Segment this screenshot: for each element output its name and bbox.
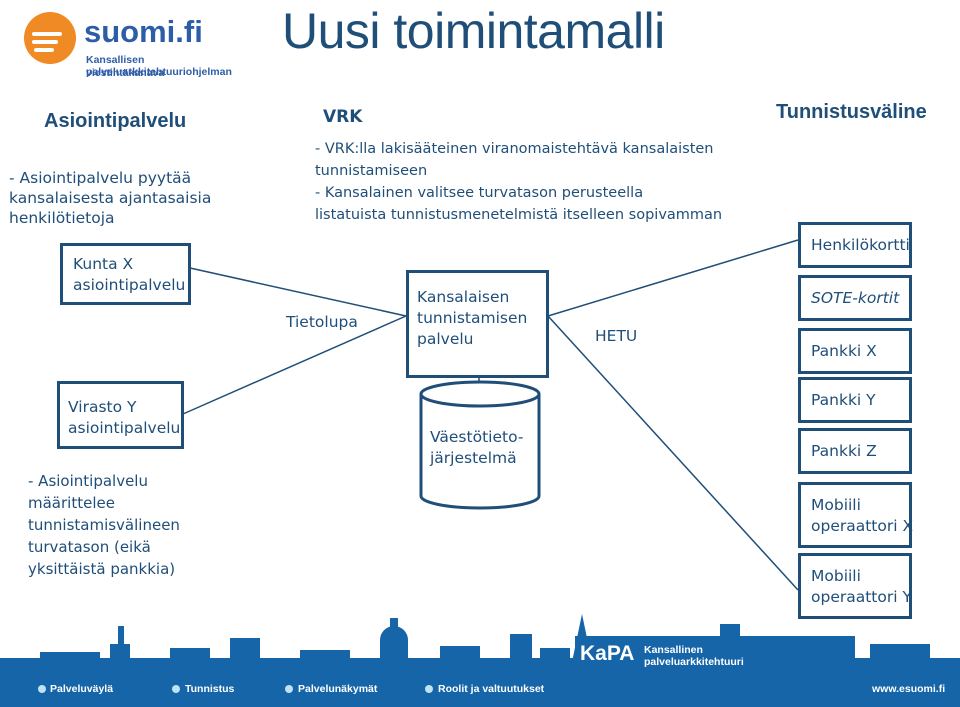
method-label: Mobiili	[811, 566, 861, 585]
mobiili-operaattori-y-box: Mobiili operaattori Y	[798, 553, 912, 619]
pankki-z-box: Pankki Z	[798, 428, 912, 474]
footer-item-roolit: Roolit ja valtuutukset	[438, 683, 545, 695]
box-line: tunnistamisen	[417, 309, 528, 327]
vrk-line: listatuista tunnistusmenetelmistä itsell…	[315, 207, 723, 223]
tietolupa-label: Tietolupa	[286, 313, 358, 331]
mobiili-operaattori-x-box: Mobiili operaattori X	[798, 482, 914, 548]
database-line: järjestelmä	[430, 449, 517, 467]
box-line: asiointipalvelu	[68, 419, 181, 437]
hetu-label: HETU	[595, 327, 638, 345]
kunta-x-box: Kunta X asiointipalvelu	[60, 243, 191, 305]
virasto-note: - Asiointipalvelu määrittelee tunnistami…	[28, 470, 180, 580]
footer-item-tunnistus: Tunnistus	[185, 683, 235, 695]
method-label: operaattori Y	[811, 587, 912, 606]
box-line: asiointipalvelu	[73, 276, 186, 294]
vrk-line: - Kansalainen valitsee turvatason perust…	[315, 185, 644, 201]
tunnistusvaline-heading: Tunnistusväline	[776, 101, 927, 123]
kapa-subtitle-2: palveluarkkitehtuuri	[644, 656, 744, 668]
footer-url: www.esuomi.fi	[872, 683, 946, 695]
footer-bar: Palveluväylä Tunnistus Palvelunäkymät Ro…	[0, 678, 960, 707]
footer-item-palveluvayla: Palveluväylä	[50, 683, 114, 695]
vrk-description: - VRK:lla lakisääteinen viranomaistehtäv…	[315, 138, 755, 226]
asiointipalvelu-note: - Asiointipalvelu pyytää kansalaisesta a…	[9, 168, 211, 228]
suomi-fi-logo-icon	[24, 12, 76, 64]
logo-subtitle-1: Kansallisen palveluarkkitehtuuriohjelman	[86, 54, 232, 78]
asiointipalvelu-heading: Asiointipalvelu	[44, 110, 187, 132]
city-skyline-illustration	[0, 614, 960, 678]
kansalaisen-tunnistamisen-palvelu-box: Kansalaisen tunnistamisen palvelu	[406, 270, 549, 378]
pankki-x-box: Pankki X	[798, 328, 912, 374]
method-label: SOTE-kortit	[811, 289, 900, 307]
note-line: määrittelee	[28, 494, 115, 512]
database-cylinder-icon	[419, 380, 541, 510]
box-line: Kansalaisen	[417, 288, 510, 306]
vrk-line: - VRK:lla lakisääteinen viranomaistehtäv…	[315, 141, 714, 157]
vrk-heading: VRK	[323, 107, 363, 127]
method-label: Pankki Y	[811, 391, 876, 409]
bullet-icon	[38, 685, 46, 693]
database-line: Väestötieto-	[430, 428, 524, 446]
note-line: tunnistamisvälineen	[28, 516, 180, 534]
pankki-y-box: Pankki Y	[798, 377, 912, 423]
henkilokortti-box: Henkilökortti	[798, 222, 912, 268]
method-label: operaattori X	[811, 516, 914, 535]
bullet-icon	[285, 685, 293, 693]
method-label: Pankki Z	[811, 442, 877, 460]
page-title: Uusi toimintamalli	[282, 3, 665, 59]
box-line: palvelu	[417, 330, 474, 348]
box-line: Kunta X	[73, 255, 134, 273]
suomi-fi-logo: suomi.fi Kansallisen palveluarkkitehtuur…	[22, 8, 282, 79]
footer-item-palvelunakymat: Palvelunäkymät	[298, 683, 378, 695]
vaestotietojarjestelma-label: Väestötieto- järjestelmä	[430, 427, 523, 469]
note-line: kansalaisesta ajantasaisia	[9, 189, 212, 207]
method-label: Henkilökortti	[811, 236, 910, 254]
method-label: Mobiili	[811, 495, 861, 514]
note-line: - Asiointipalvelu pyytää	[9, 169, 192, 187]
logo-subtitle-2: viestintäkanava	[86, 67, 165, 79]
note-line: yksittäistä pankkia)	[28, 560, 176, 578]
bullet-icon	[425, 685, 433, 693]
bullet-icon	[172, 685, 180, 693]
logo-brand: suomi.fi	[84, 14, 203, 49]
note-line: - Asiointipalvelu	[28, 472, 148, 490]
kapa-subtitle-1: Kansallinen	[644, 644, 703, 656]
virasto-y-box: Virasto Y asiointipalvelu	[57, 381, 184, 449]
vrk-line: tunnistamiseen	[315, 163, 428, 179]
method-label: Pankki X	[811, 342, 877, 360]
note-line: turvatason (eikä	[28, 538, 151, 556]
box-line: Virasto Y	[68, 398, 137, 416]
note-line: henkilötietoja	[9, 209, 115, 227]
sote-kortit-box: SOTE-kortit	[798, 275, 912, 321]
kapa-logo-text: KaPA	[580, 642, 635, 665]
